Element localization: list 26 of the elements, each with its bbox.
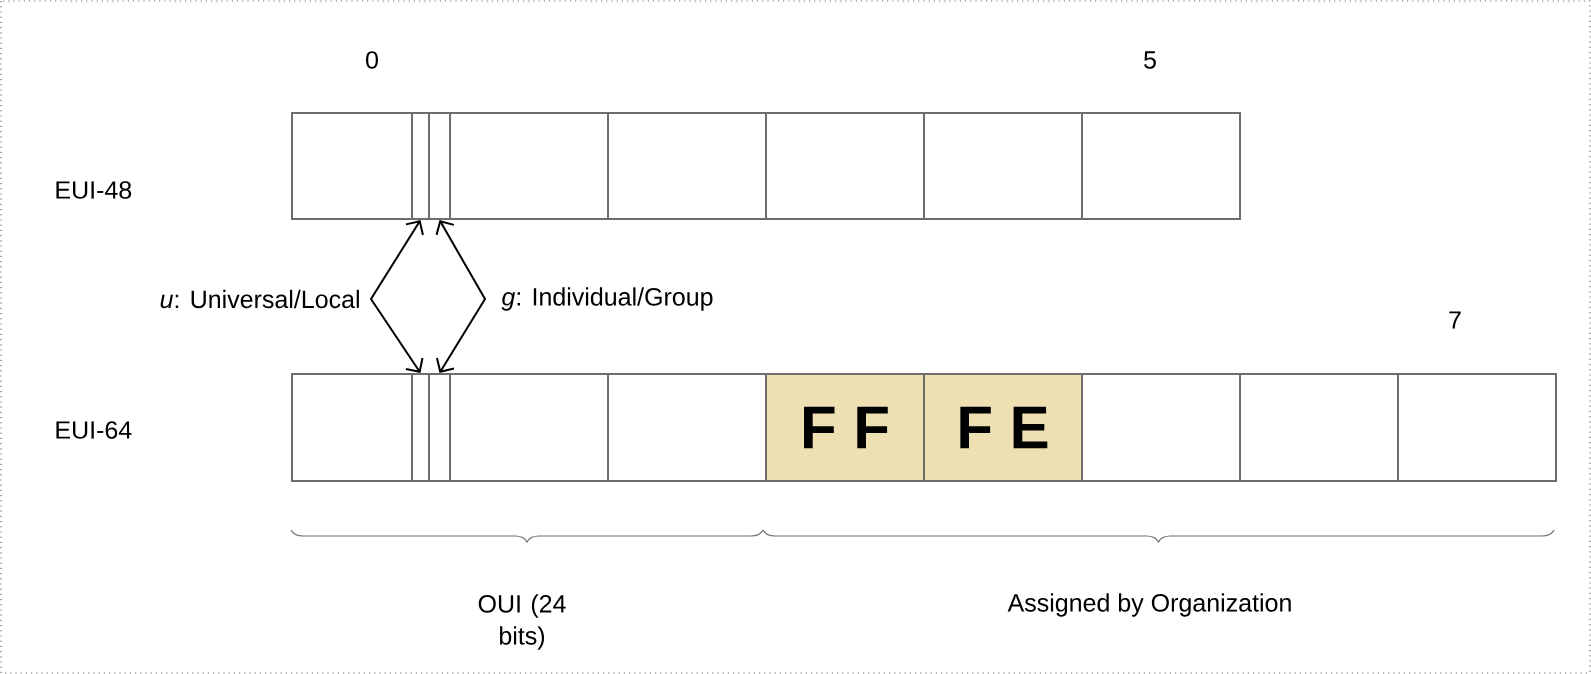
- edge-label: u: Universal/Local: [160, 289, 359, 309]
- row-label: EUI-64: [56, 421, 132, 439]
- byte-cell: [1397, 373, 1557, 482]
- byte-cell: F E: [923, 373, 1083, 482]
- bit-cell: [411, 112, 430, 220]
- bit-cell: [411, 373, 430, 482]
- arrow: [435, 220, 487, 373]
- byte-cell: [923, 112, 1083, 220]
- number-label: 0: [366, 51, 378, 69]
- edge-label: g: Individual/Group: [501, 287, 713, 311]
- brace-label: Assigned by Organization: [1007, 593, 1291, 617]
- byte-cell: [765, 112, 925, 220]
- byte-cell: [449, 112, 609, 220]
- byte-cell: [1239, 373, 1399, 482]
- number-label: 5: [1144, 51, 1156, 69]
- bit-cell: [428, 112, 451, 220]
- byte-cell: F F: [765, 373, 925, 482]
- byte-cell: [607, 112, 767, 220]
- bit-cell: [428, 373, 451, 482]
- number-label: 7: [1449, 311, 1461, 329]
- row-label: EUI-48: [56, 181, 132, 199]
- byte-cell: [1081, 112, 1241, 220]
- brace-label: OUI (24 bits): [478, 594, 566, 650]
- byte-cell: [449, 373, 609, 482]
- arrow: [369, 220, 424, 373]
- byte-cell: [1081, 373, 1241, 482]
